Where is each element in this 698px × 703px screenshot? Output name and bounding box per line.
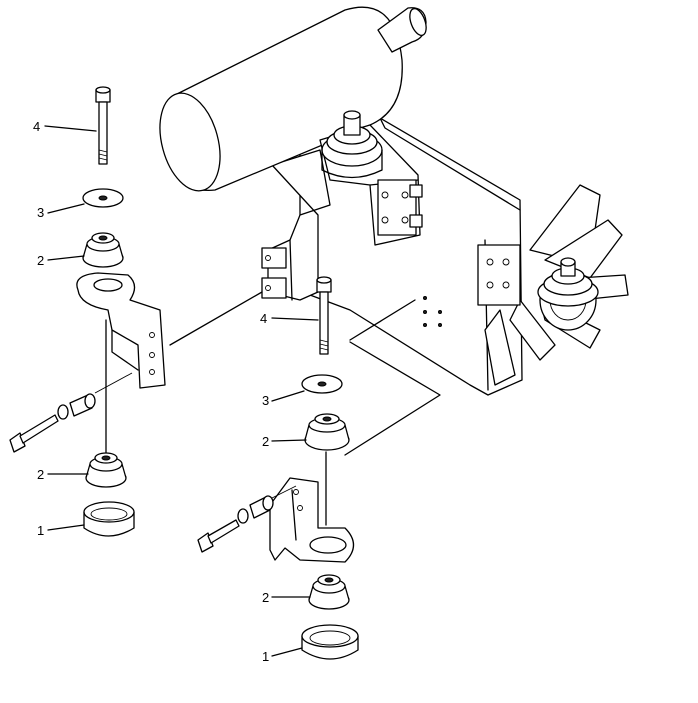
- callout-1-left: 1: [37, 523, 44, 538]
- mount-bracket-right: [269, 477, 355, 563]
- callout-2-left-lower: 2: [37, 467, 44, 482]
- left-mount-parts: [9, 86, 263, 537]
- cup-left: [83, 501, 135, 537]
- cushion-left-upper: [82, 232, 124, 268]
- callout-4-right: 4: [260, 311, 267, 326]
- callout-2-right-lower: 2: [262, 590, 269, 605]
- callout-1-right: 1: [262, 649, 269, 664]
- cup-right: [301, 624, 359, 660]
- callout-3-right: 3: [262, 393, 269, 408]
- callout-leaders: [44, 125, 319, 657]
- right-mount-parts: [197, 276, 441, 660]
- horizontal-bolt-right: [197, 485, 297, 553]
- engine-assembly: [159, 6, 629, 396]
- cushion-left-lower: [85, 452, 127, 488]
- callout-2-left-upper: 2: [37, 253, 44, 268]
- horizontal-bolt-left: [9, 372, 133, 453]
- bolt-right: [316, 276, 332, 355]
- bolt-left: [95, 86, 111, 165]
- callout-3-left: 3: [37, 205, 44, 220]
- mount-bracket-left: [76, 272, 263, 456]
- callout-4-left: 4: [33, 119, 40, 134]
- cushion-right-lower: [308, 574, 350, 610]
- callout-2-right-upper: 2: [262, 434, 269, 449]
- cushion-right-upper: [304, 413, 350, 451]
